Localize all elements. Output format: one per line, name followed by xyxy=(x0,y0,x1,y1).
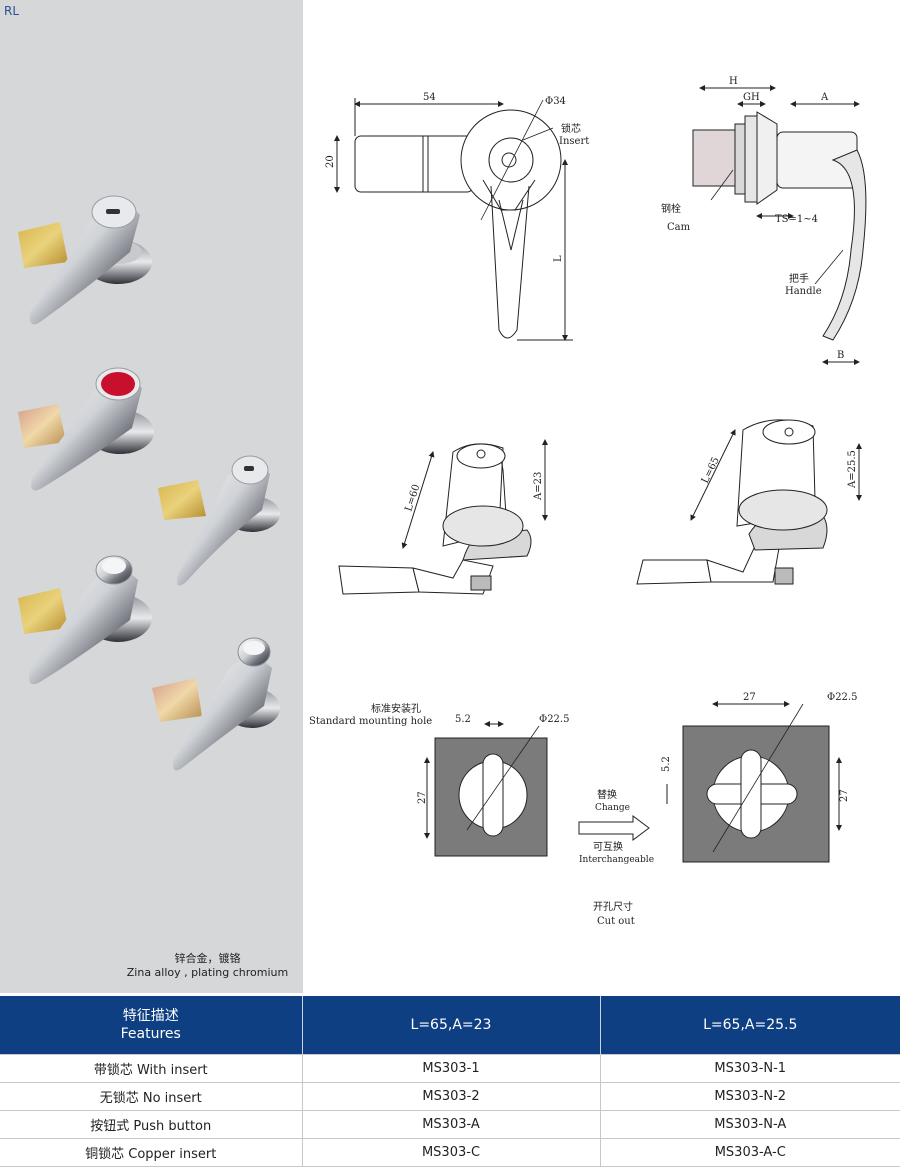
photo-lock-red-button xyxy=(18,367,154,491)
interchange-arrow xyxy=(578,815,650,841)
spec-table: 特征描述 Features L=65,A=23 L=65,A=25.5 带锁芯 … xyxy=(0,996,900,1167)
front-dim-width: 54 xyxy=(423,92,436,103)
model-cell: MS303-A-C xyxy=(599,1138,900,1167)
model-cell: MS303-2 xyxy=(301,1082,601,1111)
iso-left-dim-a: A=23 xyxy=(533,472,544,501)
cutout-label-cn: 开孔尺寸 xyxy=(593,900,633,913)
cam-label-cn: 钢栓 xyxy=(661,202,681,215)
model-cell: MS303-N-1 xyxy=(599,1054,900,1083)
cutout-right-dim-side: 27 xyxy=(839,789,850,802)
interchangeable-label-cn: 可互换 xyxy=(593,840,623,853)
cutout-left-title-cn: 标准安装孔 xyxy=(371,702,421,715)
model-cell: MS303-N-A xyxy=(599,1110,900,1139)
cutout-label-en: Cut out xyxy=(597,916,635,927)
table-row: 铜锁芯 Copper insert MS303-C MS303-A-C xyxy=(0,1138,900,1167)
col-header-2: L=65,A=25.5 xyxy=(600,996,900,1055)
features-header-en: Features xyxy=(120,1026,181,1042)
cutout-right-dim-dia: Φ22.5 xyxy=(827,692,857,703)
features-header: 特征描述 Features xyxy=(0,996,303,1055)
iso-right-dim-l: L=65 xyxy=(700,456,722,486)
model-cell: MS303-A xyxy=(301,1110,601,1139)
series-tag: RL xyxy=(4,4,20,18)
side-dim-gh: GH xyxy=(743,92,760,103)
change-label-cn: 替换 xyxy=(597,788,617,801)
handle-label-cn: 把手 xyxy=(789,272,809,285)
cutout-left-dim-side: 27 xyxy=(417,791,428,804)
iso-right-dim-a: A=25.5 xyxy=(847,450,858,489)
product-photos xyxy=(18,195,280,771)
front-dim-height: 20 xyxy=(325,155,336,168)
material-en: Zina alloy , plating chromium xyxy=(126,966,289,979)
feature-cell: 按钮式 Push button xyxy=(0,1110,303,1139)
feature-cell: 铜锁芯 Copper insert xyxy=(0,1138,303,1167)
table-row: 按钮式 Push button MS303-A MS303-N-A xyxy=(0,1110,900,1139)
side-view-drawing xyxy=(692,85,867,365)
front-dim-diameter: Φ34 xyxy=(545,96,566,107)
cutout-right-dim-slot: 5.2 xyxy=(661,756,672,772)
iso-right-drawing xyxy=(636,419,862,585)
photo-lock-no-insert xyxy=(18,555,152,685)
material-note: 锌合金，镀铬 Zina alloy , plating chromium xyxy=(120,952,295,980)
cutout-left-dim-slot: 5.2 xyxy=(455,714,471,725)
model-cell: MS303-N-2 xyxy=(599,1082,900,1111)
interchangeable-label-en: Interchangeable xyxy=(579,855,654,865)
table-row: 带锁芯 With insert MS303-1 MS303-N-1 xyxy=(0,1054,900,1083)
side-dim-b: B xyxy=(837,350,844,361)
insert-label-en: Insert xyxy=(559,136,589,147)
technical-drawings: 54 20 Φ34 L 锁芯 Insert H GH A TS=1~4 B 钢栓… xyxy=(309,76,867,927)
handle-label-en: Handle xyxy=(785,286,822,297)
iso-left-dim-l: L=60 xyxy=(403,483,422,513)
side-dim-ts: TS=1~4 xyxy=(775,214,818,225)
cutout-left-dim-dia: Φ22.5 xyxy=(539,714,569,725)
feature-cell: 无锁芯 No insert xyxy=(0,1082,303,1111)
spec-table-header: 特征描述 Features L=65,A=23 L=65,A=25.5 xyxy=(0,996,900,1055)
model-cell: MS303-1 xyxy=(301,1054,601,1083)
insert-label-cn: 锁芯 xyxy=(561,122,581,135)
iso-left-drawing xyxy=(338,439,548,595)
cutout-right-dim-top: 27 xyxy=(743,692,756,703)
side-dim-h: H xyxy=(729,76,738,87)
photo-lock-with-insert xyxy=(18,195,152,325)
feature-cell: 带锁芯 With insert xyxy=(0,1054,303,1083)
front-dim-length: L xyxy=(553,255,564,262)
side-dim-a: A xyxy=(820,92,829,103)
cam-label-en: Cam xyxy=(667,222,691,233)
table-row: 无锁芯 No insert MS303-2 MS303-N-2 xyxy=(0,1082,900,1111)
col-header-1: L=65,A=23 xyxy=(302,996,601,1055)
model-cell: MS303-C xyxy=(301,1138,601,1167)
features-header-cn: 特征描述 xyxy=(122,1008,179,1024)
photo-lock-small-insert xyxy=(158,455,280,586)
cutout-left-drawing xyxy=(424,721,548,857)
change-label-en: Change xyxy=(595,803,630,813)
material-cn: 锌合金，镀铬 xyxy=(174,952,241,965)
product-photo-panel: RL xyxy=(0,0,303,993)
photo-lock-push-button xyxy=(152,637,280,771)
front-view-drawing xyxy=(334,98,573,341)
cutout-left-title-en: Standard mounting hole xyxy=(309,716,432,727)
cutout-right-drawing xyxy=(666,701,842,863)
